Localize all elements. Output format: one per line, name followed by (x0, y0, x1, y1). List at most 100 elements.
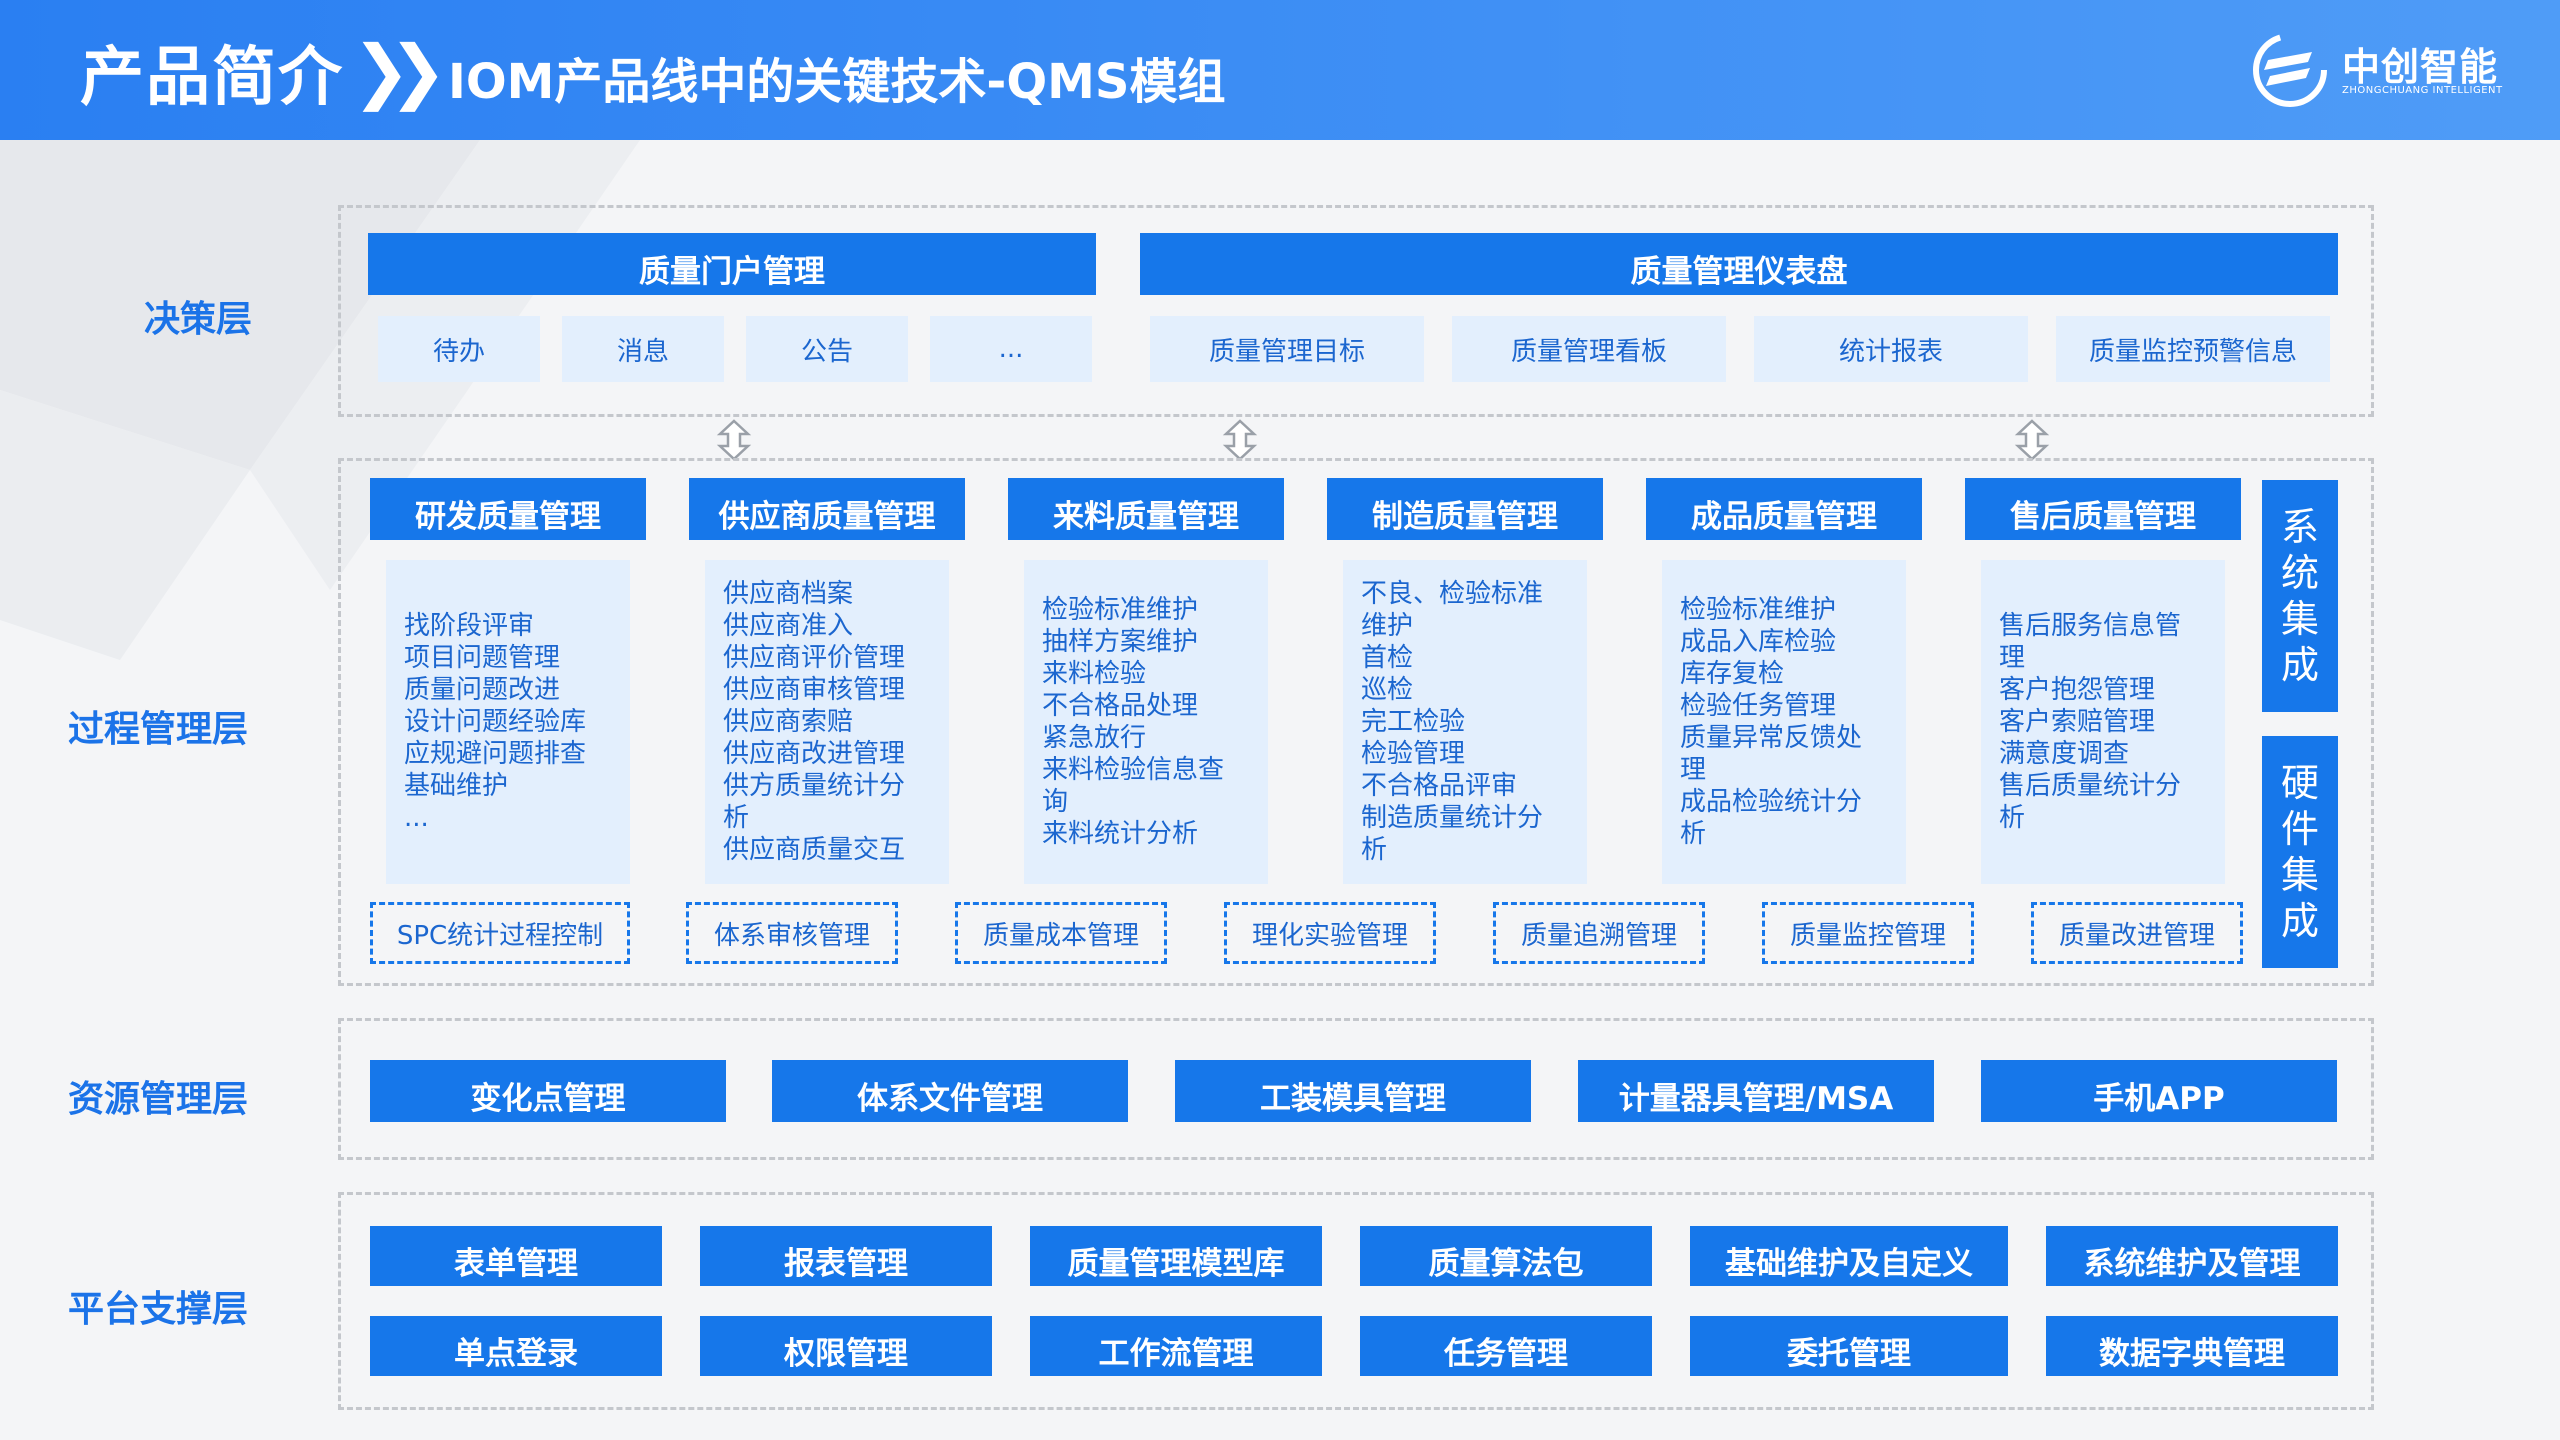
list-item: 供应商准入 (723, 611, 854, 641)
double-arrow-icon (716, 419, 752, 461)
hardware-integration-bar[interactable]: 硬 件 集 成 (2262, 736, 2338, 968)
module-title[interactable]: 制造质量管理 (1327, 478, 1603, 540)
platform-item[interactable]: 系统维护及管理 (2046, 1226, 2338, 1286)
double-arrow-icon (2014, 419, 2050, 461)
list-item: 成品检验统计分 (1680, 787, 1863, 817)
resource-item[interactable]: 手机APP (1981, 1060, 2337, 1122)
module-title[interactable]: 供应商质量管理 (689, 478, 965, 540)
platform-item[interactable]: 基础维护及自定义 (1690, 1226, 2008, 1286)
list-item: 成品入库检验 (1680, 627, 1837, 657)
double-chevron-icon: ❯❯ (352, 30, 447, 112)
list-item: 抽样方案维护 (1042, 627, 1199, 657)
platform-item[interactable]: 单点登录 (370, 1316, 662, 1376)
layer-label-resource: 资源管理层 (67, 1079, 248, 1120)
list-item: 供应商评价管理 (723, 643, 906, 673)
portal-item[interactable]: 公告 (746, 316, 908, 382)
dashboard-item[interactable]: 统计报表 (1754, 316, 2028, 382)
layer-label-process: 过程管理层 (67, 709, 248, 750)
resource-item[interactable]: 工装模具管理 (1175, 1060, 1531, 1122)
list-item: 供应商审核管理 (723, 675, 906, 705)
portal-item[interactable]: 待办 (378, 316, 540, 382)
tool-item[interactable]: 理化实验管理 (1224, 902, 1436, 964)
vertical-char: 硬 (2280, 761, 2319, 805)
platform-item[interactable]: 工作流管理 (1030, 1316, 1322, 1376)
module-item-list: 检验标准维护 成品入库检验 库存复检 检验任务管理 质量异常反馈处 理 成品检验… (1662, 560, 1906, 884)
tool-item[interactable]: SPC统计过程控制 (370, 902, 630, 964)
platform-item[interactable]: 委托管理 (1690, 1316, 2008, 1376)
list-item: 供应商档案 (723, 579, 854, 609)
platform-item[interactable]: 质量管理模型库 (1030, 1226, 1322, 1286)
list-item: 售后服务信息管 (1999, 611, 2182, 641)
list-item: 项目问题管理 (404, 643, 561, 673)
vertical-char: 件 (2280, 807, 2319, 851)
list-item: 供方质量统计分 (723, 771, 906, 801)
logo-mark-icon (2253, 33, 2327, 107)
resource-item[interactable]: 计量器具管理/MSA (1578, 1060, 1934, 1122)
module-title[interactable]: 研发质量管理 (370, 478, 646, 540)
list-item: 检验标准维护 (1680, 595, 1837, 625)
portal-item[interactable]: 消息 (562, 316, 724, 382)
resource-layer-box (338, 1018, 2374, 1160)
list-item: 检验管理 (1361, 739, 1466, 769)
layer-label-decision: 决策层 (143, 299, 252, 340)
platform-item[interactable]: 表单管理 (370, 1226, 662, 1286)
dashboard-item[interactable]: 质量监控预警信息 (2056, 316, 2330, 382)
list-item: 维护 (1361, 611, 1414, 641)
resource-item[interactable]: 变化点管理 (370, 1060, 726, 1122)
logo-name: 中创智能 (2342, 45, 2499, 89)
list-item: 紧急放行 (1042, 723, 1147, 753)
tool-item[interactable]: 质量改进管理 (2031, 902, 2243, 964)
decision-layer-box (338, 205, 2374, 417)
list-item: 检验任务管理 (1680, 691, 1837, 721)
tool-item[interactable]: 质量追溯管理 (1493, 902, 1705, 964)
resource-item[interactable]: 体系文件管理 (772, 1060, 1128, 1122)
dashboard-item[interactable]: 质量管理看板 (1452, 316, 1726, 382)
list-item: 满意度调查 (1999, 739, 2130, 769)
platform-item[interactable]: 质量算法包 (1360, 1226, 1652, 1286)
portal-item[interactable]: ... (930, 316, 1092, 382)
header-banner: 产品简介 ❯❯ IOM产品线中的关键技术-QMS模组 中创智能 ZHONGCHU… (0, 0, 2560, 140)
list-item: 析 (1361, 835, 1388, 865)
list-item: 设计问题经验库 (404, 707, 587, 737)
tool-item[interactable]: 体系审核管理 (686, 902, 898, 964)
platform-layer-box (338, 1192, 2374, 1410)
vertical-char: 集 (2280, 853, 2319, 897)
list-item: 不合格品处理 (1042, 691, 1199, 721)
vertical-char: 成 (2280, 643, 2319, 687)
tool-item[interactable]: 质量成本管理 (955, 902, 1167, 964)
list-item: 不良、检验标准 (1361, 579, 1544, 609)
module-title[interactable]: 来料质量管理 (1008, 478, 1284, 540)
module-item-list: 找阶段评审 项目问题管理 质量问题改进 设计问题经验库 应规避问题排查 基础维护… (386, 560, 630, 884)
module-item-list: 售后服务信息管 理 客户抱怨管理 客户索赔管理 满意度调查 售后质量统计分 析 (1981, 560, 2225, 884)
list-item: 来料统计分析 (1042, 819, 1199, 849)
list-item: 基础维护 (404, 771, 509, 801)
module-title[interactable]: 成品质量管理 (1646, 478, 1922, 540)
vertical-char: 集 (2280, 597, 2319, 641)
module-title[interactable]: 售后质量管理 (1965, 478, 2241, 540)
list-item: 供应商改进管理 (723, 739, 906, 769)
list-item: 找阶段评审 (404, 611, 535, 641)
system-integration-bar[interactable]: 系 统 集 成 (2262, 480, 2338, 712)
module-item-list: 不良、检验标准 维护 首检 巡检 完工检验 检验管理 不合格品评审 制造质量统计… (1343, 560, 1587, 884)
list-item: 应规避问题排查 (404, 739, 587, 769)
platform-item[interactable]: 任务管理 (1360, 1316, 1652, 1376)
list-item: 质量异常反馈处 (1680, 723, 1863, 753)
list-item: 首检 (1361, 643, 1414, 673)
dashboard-title: 质量管理仪表盘 (1140, 233, 2338, 295)
list-item: 理 (1680, 755, 1707, 785)
vertical-char: 系 (2280, 505, 2319, 549)
list-item: 不合格品评审 (1361, 771, 1518, 801)
list-item: 检验标准维护 (1042, 595, 1199, 625)
platform-item[interactable]: 权限管理 (700, 1316, 992, 1376)
platform-item[interactable]: 数据字典管理 (2046, 1316, 2338, 1376)
process-layer-box (338, 458, 2374, 986)
double-arrow-icon (1222, 419, 1258, 461)
list-item: 来料检验信息查 (1042, 755, 1225, 785)
dashboard-item[interactable]: 质量管理目标 (1150, 316, 1424, 382)
list-item: 析 (723, 803, 750, 833)
list-item: 制造质量统计分 (1361, 803, 1544, 833)
list-item: 客户抱怨管理 (1999, 675, 2156, 705)
platform-item[interactable]: 报表管理 (700, 1226, 992, 1286)
tool-item[interactable]: 质量监控管理 (1762, 902, 1974, 964)
list-item: 客户索赔管理 (1999, 707, 2156, 737)
